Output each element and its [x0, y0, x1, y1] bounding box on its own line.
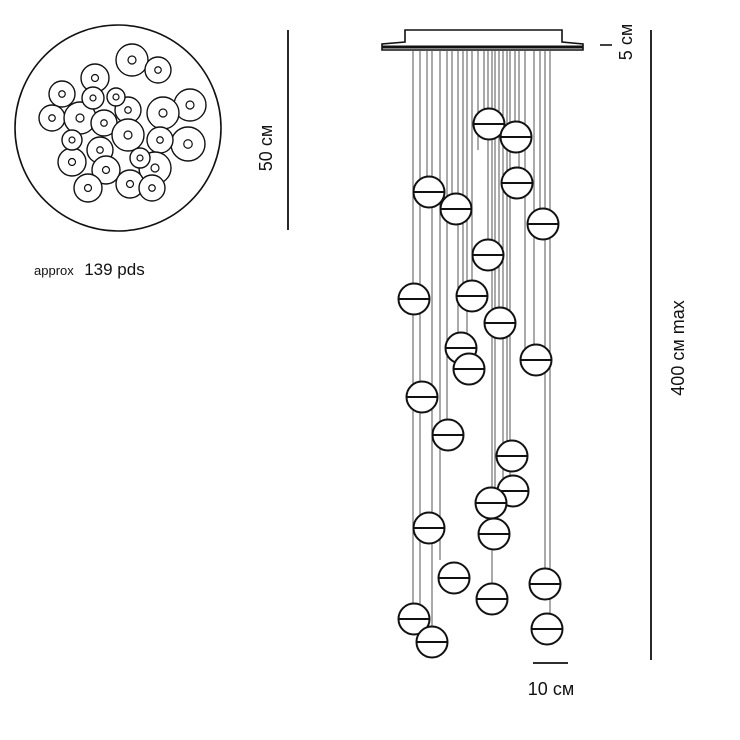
pendant-sphere: [474, 486, 508, 520]
pendant-spheres: [397, 107, 564, 659]
top-view-disc: [38, 104, 66, 132]
pendant-sphere: [452, 352, 486, 386]
top-view-disc: [111, 118, 145, 152]
pendant-sphere: [519, 343, 553, 377]
disc-center: [89, 94, 97, 102]
top-view-disc: [80, 63, 110, 93]
top-view-disc: [57, 147, 87, 177]
top-view-disc: [146, 96, 180, 130]
top-view-disc: [48, 80, 76, 108]
pendant-sphere: [477, 517, 511, 551]
disc-center: [90, 73, 100, 83]
top-view-disc: [170, 126, 206, 162]
pendant-sphere: [439, 192, 473, 226]
disc-center: [150, 163, 160, 173]
top-view-disc: [91, 155, 121, 185]
side-view: [381, 29, 584, 659]
pendant-sphere: [526, 207, 560, 241]
disc-center: [48, 114, 56, 122]
pendant-sphere: [415, 625, 449, 659]
disc-center: [58, 90, 66, 98]
disc-center: [185, 100, 195, 110]
canopy: [381, 29, 584, 51]
pendant-sphere: [455, 279, 489, 313]
top-view-disc: [115, 43, 149, 77]
top-view-disc: [61, 129, 83, 151]
disc-center: [67, 157, 77, 167]
disc-center: [96, 146, 104, 154]
pendant-sphere: [530, 612, 564, 646]
disc-center: [125, 179, 135, 189]
canopy-height-label: 5 см: [616, 24, 636, 60]
pendant-sphere: [499, 120, 533, 154]
top-view-disc: [144, 56, 172, 84]
diameter-label: 50 см: [256, 125, 276, 171]
top-view-disc: [146, 126, 174, 154]
pendant-sphere: [472, 107, 506, 141]
top-view-discs: [38, 43, 207, 203]
disc-center: [83, 183, 93, 193]
top-view-disc: [90, 109, 118, 137]
disc-center: [100, 119, 108, 127]
disc-center: [124, 106, 132, 114]
disc-center: [154, 66, 162, 74]
disc-center: [101, 165, 111, 175]
disc-center: [183, 139, 193, 149]
pendant-sphere: [528, 567, 562, 601]
top-view: [14, 24, 222, 232]
caption-prefix: approx: [34, 263, 74, 278]
disc-center: [75, 113, 85, 123]
disc-center: [148, 184, 156, 192]
pendant-sphere: [397, 282, 431, 316]
pendant-sphere: [475, 582, 509, 616]
disc-center: [136, 154, 144, 162]
top-view-disc: [106, 87, 126, 107]
pendant-sphere: [397, 602, 431, 636]
disc-center: [123, 130, 133, 140]
top-view-disc: [81, 86, 105, 110]
pendant-sphere: [483, 306, 517, 340]
pendant-sphere: [471, 238, 505, 272]
pendant-sphere: [495, 439, 529, 473]
max-length-label: 400 см max: [668, 300, 688, 395]
disc-center: [68, 136, 76, 144]
top-view-disc: [73, 173, 103, 203]
pendant-sphere: [405, 380, 439, 414]
disc-center: [158, 108, 168, 118]
top-view-disc: [138, 174, 166, 202]
pendant-sphere: [412, 175, 446, 209]
pendant-sphere: [412, 511, 446, 545]
caption-count: 139 pds: [84, 260, 145, 279]
pendant-sphere: [431, 418, 465, 452]
sphere-diameter-label: 10 см: [528, 679, 574, 699]
pendant-sphere: [437, 561, 471, 595]
pendant-sphere: [500, 166, 534, 200]
disc-center: [112, 93, 120, 101]
disc-center: [127, 55, 137, 65]
disc-center: [156, 136, 164, 144]
top-view-caption: approx 139 pds: [34, 260, 145, 279]
top-view-disc: [129, 147, 151, 169]
